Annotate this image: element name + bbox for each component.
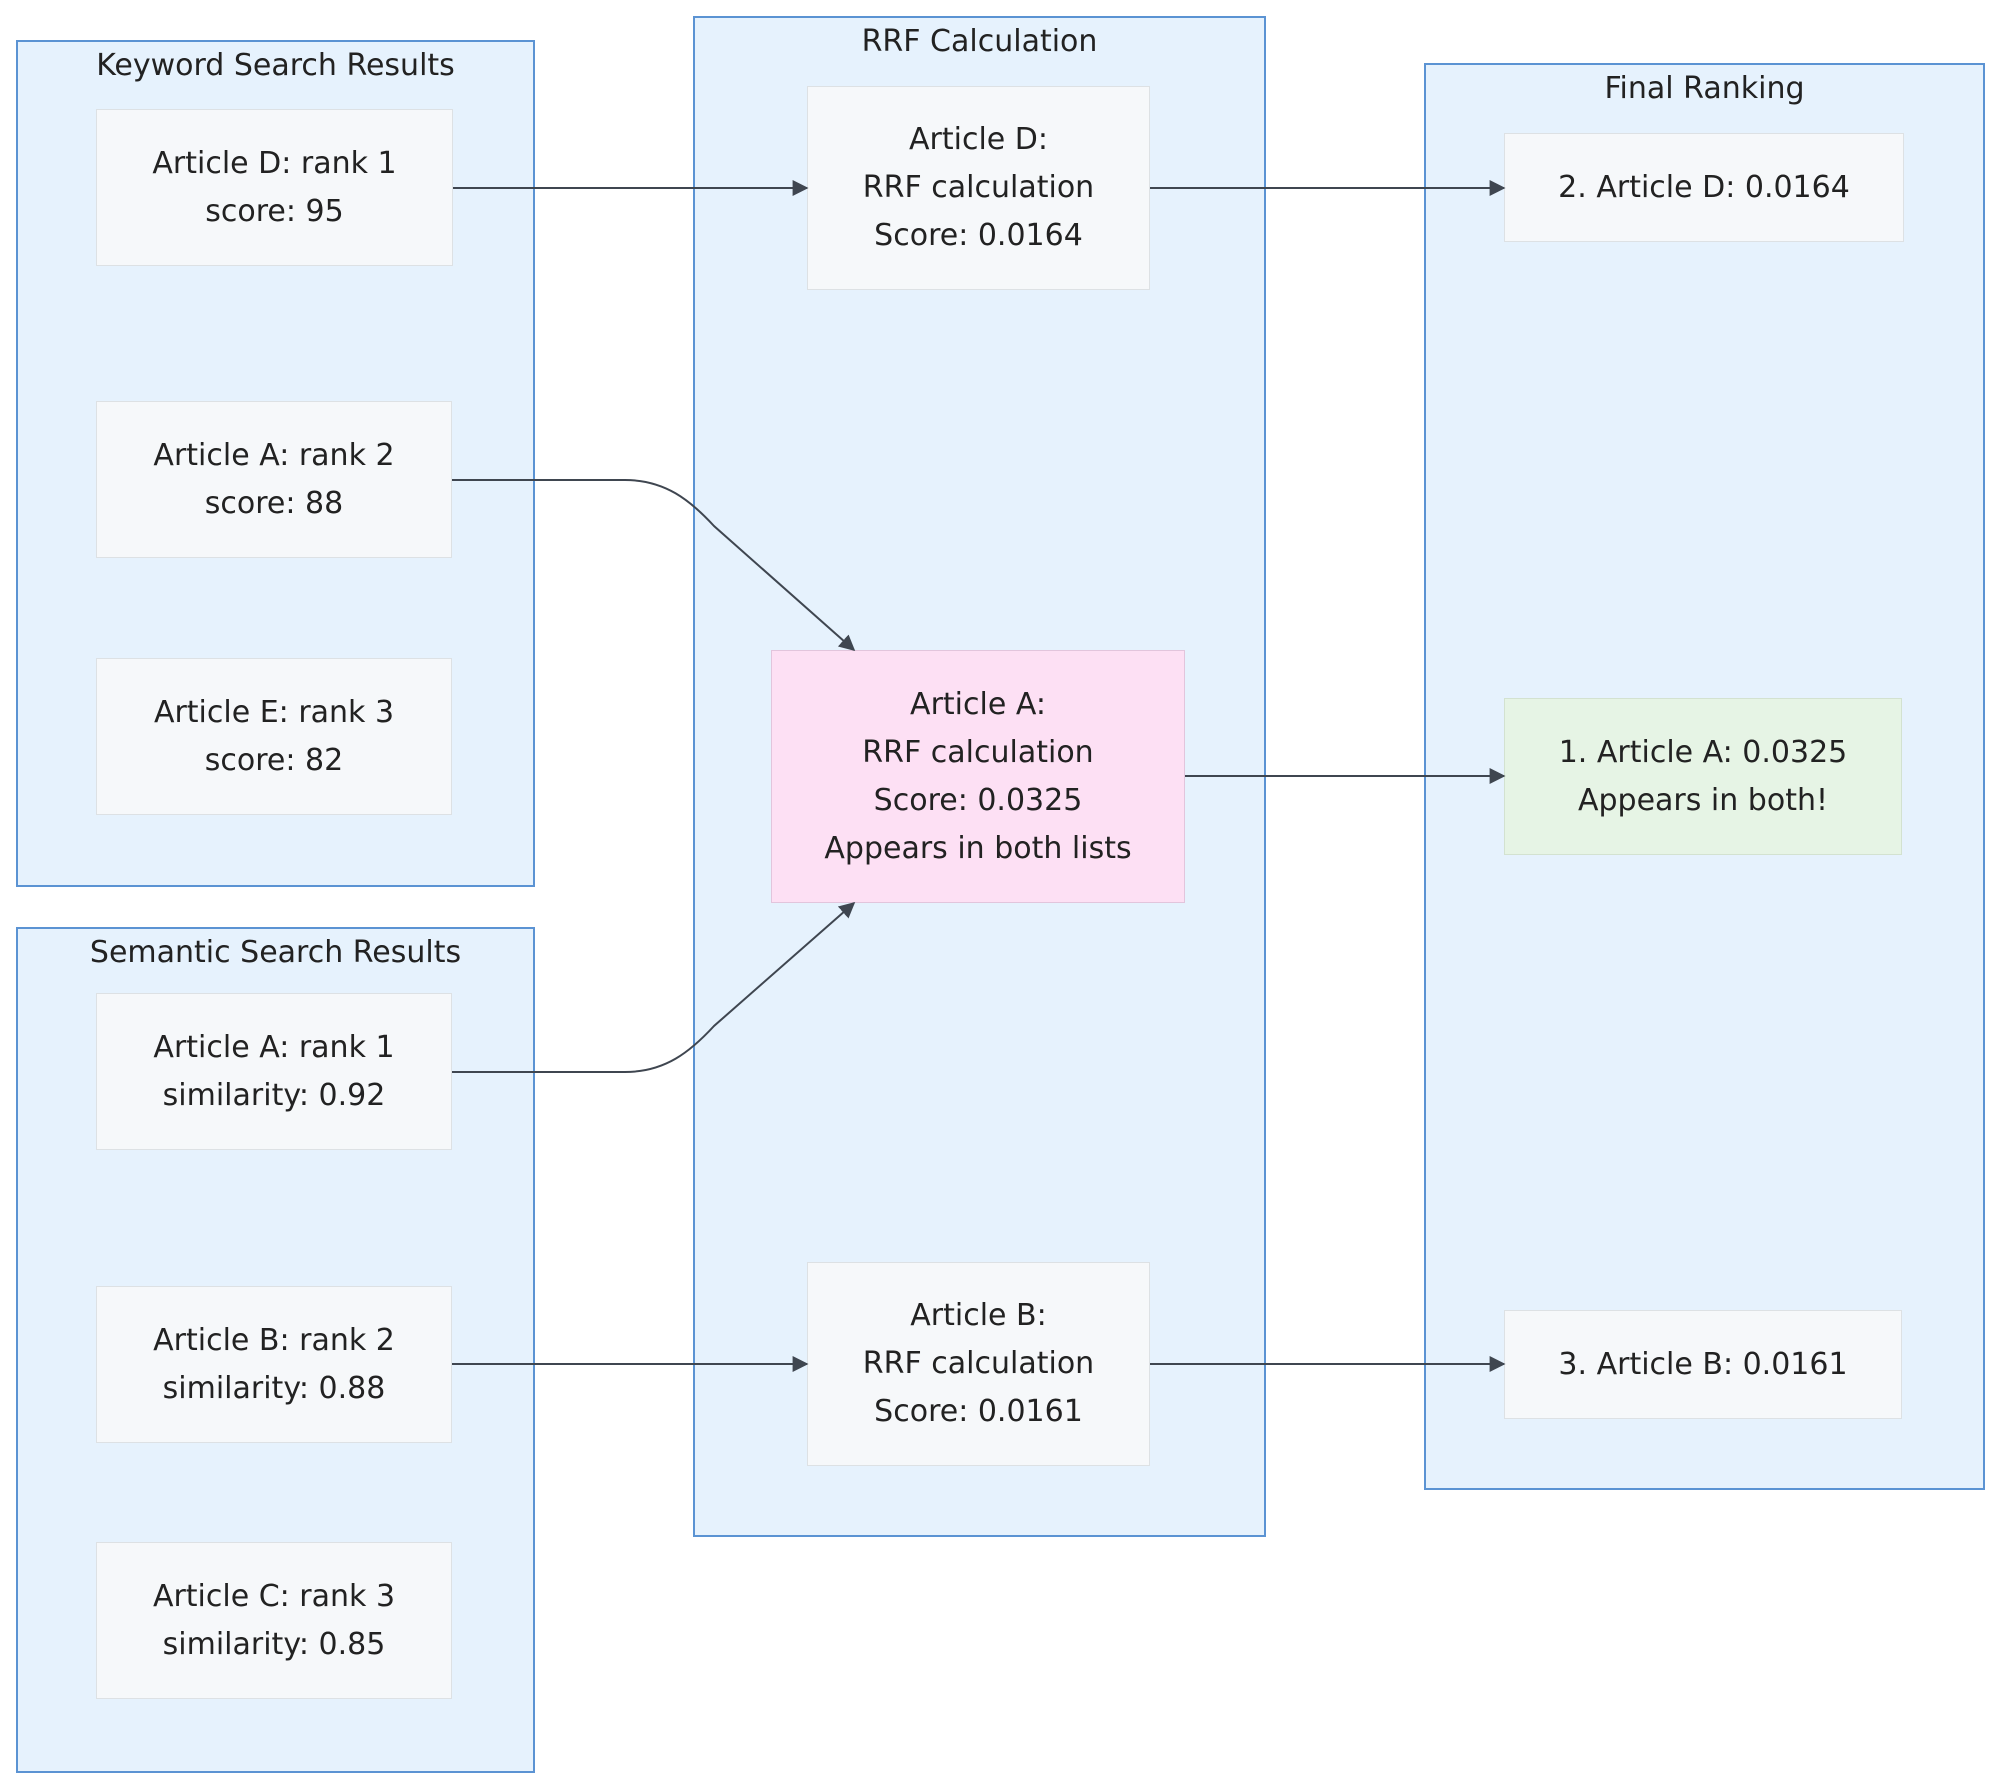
keyword-node-article-a: Article A: rank 2 score: 88	[96, 401, 452, 558]
group-title: Semantic Search Results	[89, 935, 462, 970]
rrf-node-article-d: Article D: RRF calculation Score: 0.0164	[807, 86, 1150, 290]
node-label: Article D: RRF calculation Score: 0.0164	[862, 122, 1095, 253]
node-label: Article E: rank 3 score: 82	[153, 694, 395, 778]
semantic-node-article-a: Article A: rank 1 similarity: 0.92	[96, 993, 452, 1150]
node-label: 2. Article D: 0.0164	[1558, 169, 1850, 205]
node-label: Article A: rank 2 score: 88	[153, 437, 395, 521]
semantic-node-article-c: Article C: rank 3 similarity: 0.85	[96, 1542, 452, 1699]
keyword-node-article-d: Article D: rank 1 score: 95	[96, 109, 453, 266]
rrf-node-article-a: Article A: RRF calculation Score: 0.0325…	[771, 650, 1185, 903]
group-title: Final Ranking	[1604, 71, 1805, 106]
final-node-article-b: 3. Article B: 0.0161	[1504, 1310, 1902, 1419]
rrf-node-article-b: Article B: RRF calculation Score: 0.0161	[807, 1262, 1150, 1466]
final-node-article-a: 1. Article A: 0.0325 Appears in both!	[1504, 698, 1902, 855]
node-label: Article B: rank 2 similarity: 0.88	[153, 1322, 395, 1406]
final-node-article-d: 2. Article D: 0.0164	[1504, 133, 1904, 242]
node-label: Article C: rank 3 similarity: 0.85	[152, 1578, 396, 1662]
node-label: 3. Article B: 0.0161	[1558, 1346, 1848, 1382]
node-label: Article B: RRF calculation Score: 0.0161	[862, 1298, 1095, 1429]
keyword-node-article-e: Article E: rank 3 score: 82	[96, 658, 452, 815]
node-label: Article A: rank 1 similarity: 0.92	[153, 1029, 395, 1113]
node-label: Article A: RRF calculation Score: 0.0325…	[824, 686, 1132, 866]
node-label: 1. Article A: 0.0325 Appears in both!	[1558, 734, 1848, 818]
node-label: Article D: rank 1 score: 95	[152, 145, 397, 229]
group-title: RRF Calculation	[861, 24, 1098, 59]
semantic-node-article-b: Article B: rank 2 similarity: 0.88	[96, 1286, 452, 1443]
group-title: Keyword Search Results	[96, 48, 455, 83]
